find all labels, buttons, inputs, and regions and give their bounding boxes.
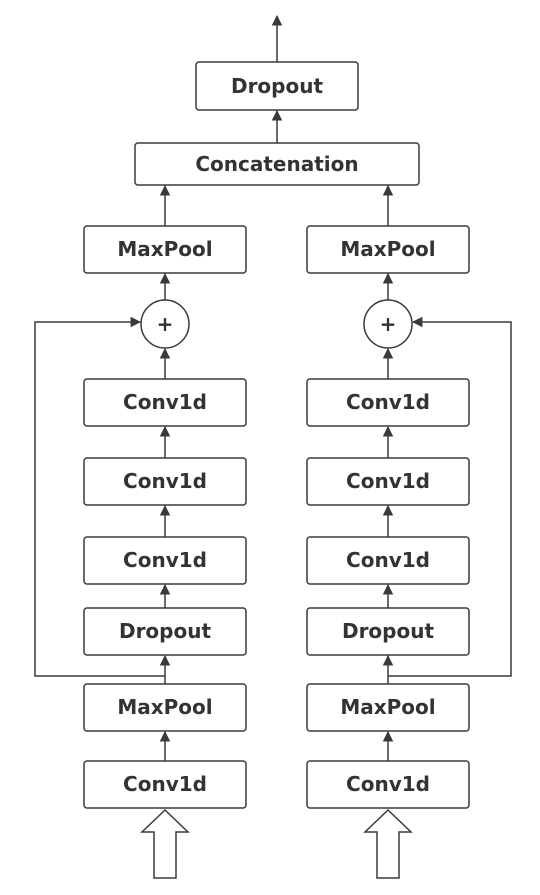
right-dropout-block: Dropout [306, 607, 470, 656]
right-maxpool-bottom-block: MaxPool [306, 683, 470, 732]
right-input-arrow-icon [363, 808, 413, 879]
left-conv1d-a-block: Conv1d [83, 378, 247, 427]
right-dropout-label: Dropout [342, 619, 435, 643]
right-maxpool-top-label: MaxPool [340, 237, 435, 261]
right-skip-connection [388, 316, 512, 677]
left-maxpool-top-block: MaxPool [83, 225, 247, 274]
left-dropout-label: Dropout [119, 619, 212, 643]
left-maxpool-bottom-block: MaxPool [83, 683, 247, 732]
left-dropout-block: Dropout [83, 607, 247, 656]
left-conv1d-c-label: Conv1d [123, 548, 207, 572]
left-maxpool-bottom-label: MaxPool [117, 695, 212, 719]
concatenation-label: Concatenation [195, 152, 358, 176]
left-maxpool-top-label: MaxPool [117, 237, 212, 261]
top-dropout-block: Dropout [195, 61, 359, 111]
top-dropout-label: Dropout [231, 74, 324, 98]
right-conv1d-input-label: Conv1d [346, 772, 430, 796]
left-conv1d-a-label: Conv1d [123, 390, 207, 414]
left-conv1d-b-block: Conv1d [83, 457, 247, 506]
right-add-symbol: + [380, 312, 397, 336]
left-add-symbol: + [157, 312, 174, 336]
right-conv1d-b-block: Conv1d [306, 457, 470, 506]
left-input-arrow-icon [140, 808, 190, 879]
left-conv1d-input-label: Conv1d [123, 772, 207, 796]
left-conv1d-b-label: Conv1d [123, 469, 207, 493]
right-conv1d-c-label: Conv1d [346, 548, 430, 572]
right-conv1d-a-label: Conv1d [346, 390, 430, 414]
right-maxpool-bottom-label: MaxPool [340, 695, 435, 719]
left-conv1d-c-block: Conv1d [83, 536, 247, 585]
left-conv1d-input-block: Conv1d [83, 760, 247, 809]
left-add-node: + [140, 299, 190, 349]
concatenation-block: Concatenation [134, 142, 420, 186]
right-conv1d-c-block: Conv1d [306, 536, 470, 585]
right-conv1d-input-block: Conv1d [306, 760, 470, 809]
right-conv1d-a-block: Conv1d [306, 378, 470, 427]
right-add-node: + [363, 299, 413, 349]
left-skip-connection [34, 316, 165, 677]
right-maxpool-top-block: MaxPool [306, 225, 470, 274]
right-conv1d-b-label: Conv1d [346, 469, 430, 493]
